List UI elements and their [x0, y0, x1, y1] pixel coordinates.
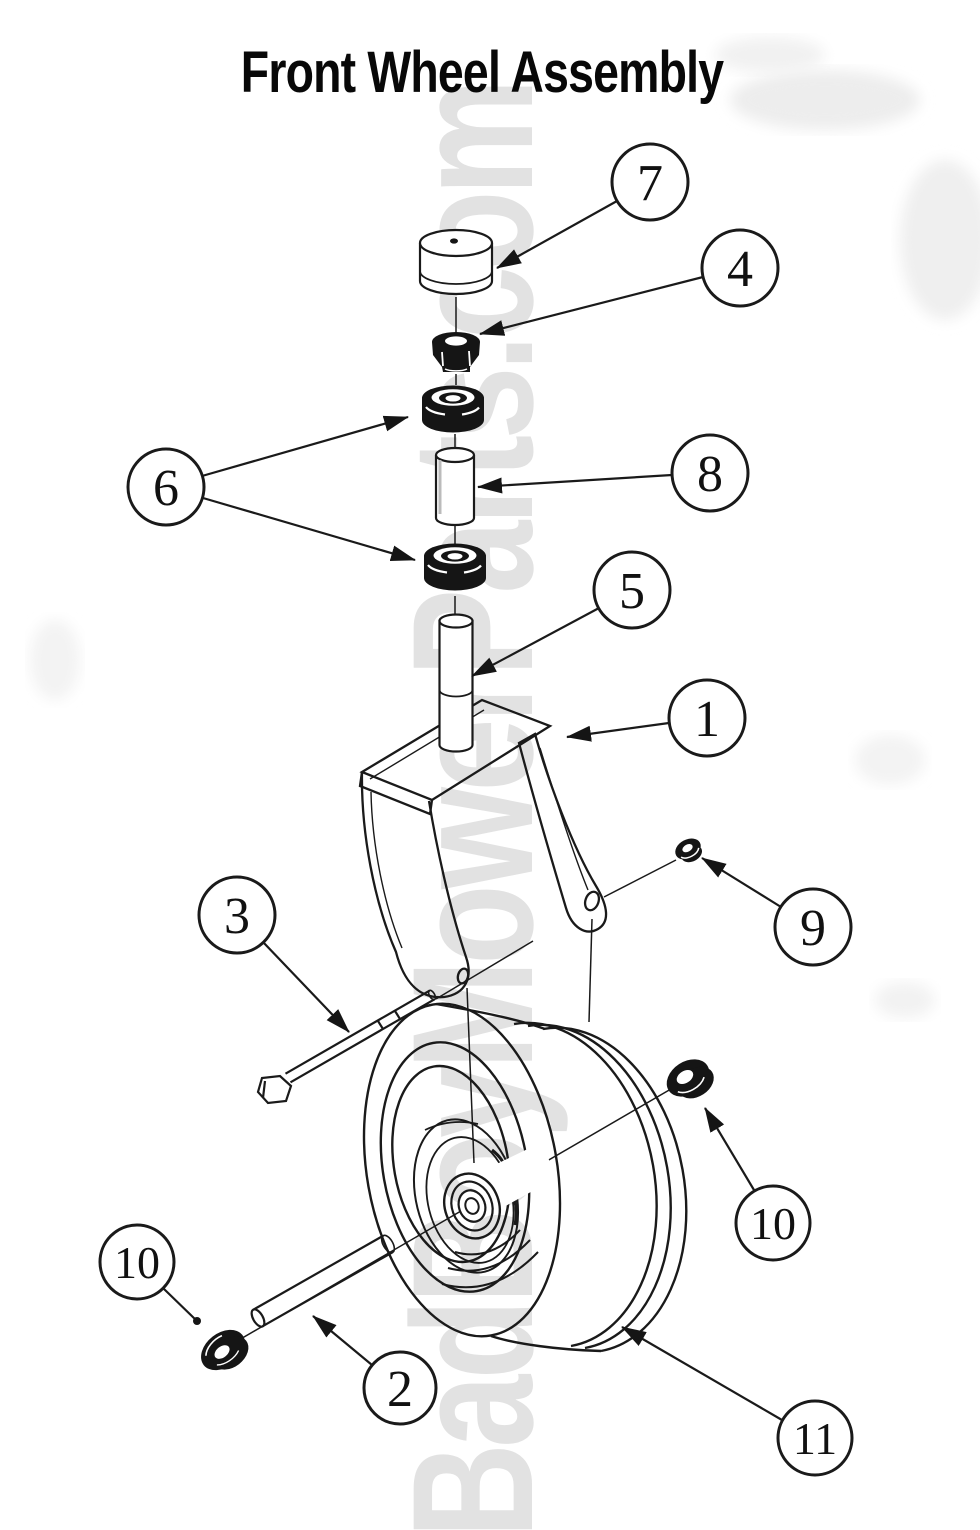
- callout-1[interactable]: 1: [667, 678, 747, 758]
- axle-spacer-tube: [250, 1234, 396, 1328]
- svg-text:5: 5: [619, 563, 645, 620]
- lock-nut: [432, 332, 480, 372]
- scan-noise: [30, 37, 980, 1018]
- leader-6-upper: [201, 415, 409, 478]
- leader-lines: [163, 200, 783, 1421]
- hub-bore: [443, 1172, 501, 1240]
- leader-9: [701, 857, 782, 908]
- leader-4: [479, 275, 704, 336]
- callout-4[interactable]: 4: [700, 228, 780, 308]
- svg-text:2: 2: [387, 1361, 413, 1418]
- leader-11: [621, 1326, 783, 1421]
- wheel-bearing-left: [201, 1329, 249, 1371]
- leader-7: [496, 200, 618, 269]
- dust-cap: [418, 228, 494, 296]
- tire-and-wheel: [362, 1002, 688, 1353]
- leader-10-left-dot: [193, 1317, 201, 1325]
- callout-6[interactable]: 6: [126, 447, 206, 527]
- svg-text:3: 3: [224, 888, 250, 945]
- leader-1: [566, 721, 670, 742]
- watermark-text: BadBoyMowerParts.com: [377, 83, 569, 1530]
- svg-text:10: 10: [114, 1237, 160, 1288]
- leader-5: [471, 607, 600, 677]
- axle-bolt: [256, 989, 437, 1105]
- callout-5[interactable]: 5: [592, 550, 672, 630]
- spindle-shaft: [438, 613, 474, 753]
- svg-text:8: 8: [697, 446, 723, 503]
- spindle-bearing-lower: [424, 543, 486, 591]
- leader-10-left: [163, 1288, 198, 1322]
- callout-3[interactable]: 3: [197, 875, 277, 955]
- axle-nut: [675, 838, 703, 863]
- svg-text:7: 7: [637, 155, 663, 212]
- leader-8: [477, 473, 673, 494]
- leader-2: [312, 1315, 373, 1366]
- wheel-bearing-right: [666, 1059, 714, 1099]
- callout-2[interactable]: 2: [362, 1350, 438, 1426]
- svg-text:1: 1: [694, 691, 720, 748]
- callout-9[interactable]: 9: [773, 887, 853, 967]
- callout-8[interactable]: 8: [670, 433, 750, 513]
- svg-text:6: 6: [153, 460, 179, 517]
- bearing-spacer: [434, 446, 476, 527]
- callout-10-left[interactable]: 10: [98, 1223, 176, 1301]
- svg-text:4: 4: [727, 241, 753, 298]
- page-title: Front Wheel Assembly: [241, 40, 724, 105]
- leader-10-right: [704, 1107, 755, 1191]
- spindle-bearing-upper: [422, 385, 484, 433]
- leader-3: [262, 941, 350, 1033]
- svg-text:10: 10: [750, 1198, 796, 1249]
- svg-text:9: 9: [800, 900, 826, 957]
- callout-7[interactable]: 7: [610, 142, 690, 222]
- leader-6-lower: [202, 496, 416, 562]
- callout-11[interactable]: 11: [776, 1399, 854, 1477]
- callout-10-right[interactable]: 10: [734, 1184, 812, 1262]
- svg-text:11: 11: [793, 1413, 837, 1464]
